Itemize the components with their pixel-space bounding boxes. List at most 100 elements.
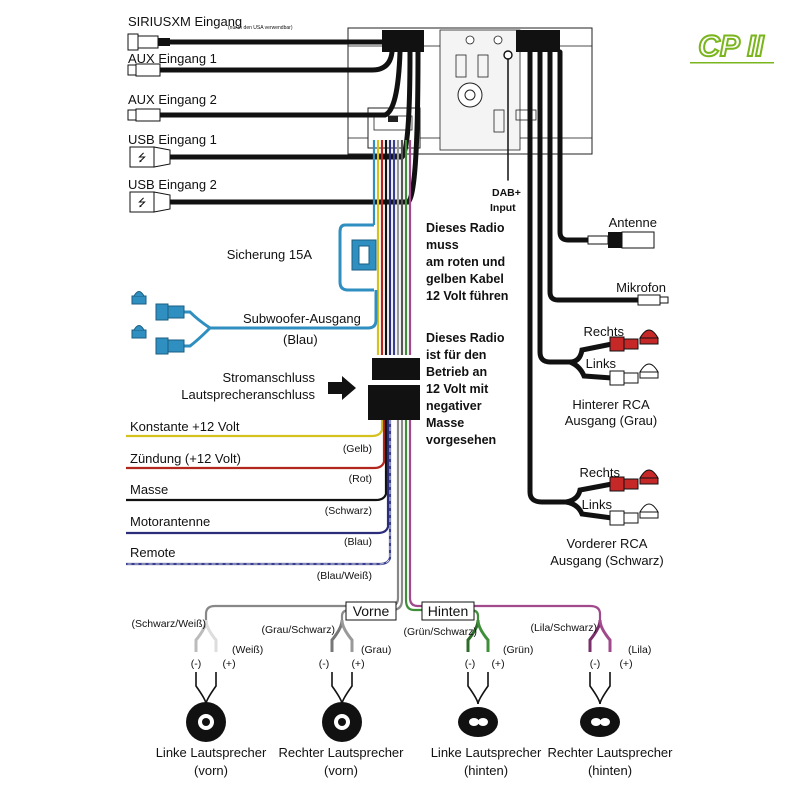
wire-color-remote: (Blau/Weiß) — [317, 570, 372, 582]
usb-icon: ⭍ — [138, 151, 147, 164]
wire-label-remote: Remote — [130, 545, 176, 560]
rear-rca-right-label: Rechts — [584, 324, 625, 339]
rear-rca-plugs — [609, 329, 659, 386]
note-ground: Dieses Radio ist für den Betrieb an 12 V… — [426, 331, 505, 447]
speaker-wires — [194, 619, 612, 705]
wire-color-rl-neg: (Grün/Schwarz) — [403, 626, 477, 638]
svg-text:CP II: CP II — [698, 30, 764, 63]
front-rca-title-2: Ausgang (Schwarz) — [550, 553, 663, 568]
power-connector-label-2: Lautsprecheranschluss — [181, 387, 315, 402]
wire-color-rl-pos: (Grün) — [503, 644, 533, 656]
aux2-label: AUX Eingang 2 — [128, 92, 217, 107]
microphone-label: Mikrofon — [616, 280, 666, 295]
power-connector — [368, 358, 420, 420]
usb2-plug: ⭍ — [129, 191, 171, 213]
brand-logo: CP II — [684, 26, 780, 68]
front-rca-right-label: Rechts — [580, 465, 621, 480]
aux1-plug — [127, 63, 161, 77]
power-connector-label-1: Stromanschluss — [223, 370, 316, 385]
wire-label-ignition: Zündung (+12 Volt) — [130, 451, 241, 466]
speaker-front-left-icon — [186, 702, 226, 742]
subwoofer-cable — [168, 290, 378, 348]
dab-label-2: Input — [490, 202, 516, 214]
svg-text:Betrieb an: Betrieb an — [426, 365, 487, 379]
svg-text:(+): (+) — [222, 658, 235, 670]
usb-icon: ⭍ — [138, 196, 147, 209]
wire-label-motor-antenna: Motorantenne — [130, 514, 210, 529]
siriusxm-note: (nur in den USA verwendbar) — [228, 25, 293, 31]
speaker-rear-left-icon — [458, 707, 498, 737]
svg-text:Dieses Radio: Dieses Radio — [426, 221, 505, 235]
subwoofer-plugs — [131, 291, 185, 355]
wire-color-fl-neg: (Schwarz/Weiß) — [132, 618, 206, 630]
fuse — [338, 223, 377, 292]
speaker-pos-fl: (vorn) — [194, 763, 228, 778]
svg-text:12 Volt führen: 12 Volt führen — [426, 289, 508, 303]
speaker-rear-right-icon — [580, 707, 620, 737]
subwoofer-color: (Blau) — [283, 332, 318, 347]
svg-text:Dieses Radio: Dieses Radio — [426, 331, 505, 345]
usb2-label: USB Eingang 2 — [128, 177, 217, 192]
wire-color-motor-antenna: (Blau) — [344, 536, 372, 548]
svg-text:gelben Kabel: gelben Kabel — [426, 272, 504, 286]
polarity-labels: (-) (+) (-) (+) (-) (+) (-) (+) — [191, 658, 633, 670]
lower-harness — [126, 420, 602, 620]
arrow-icon — [328, 376, 356, 400]
svg-text:muss: muss — [426, 238, 459, 252]
svg-text:(+): (+) — [491, 658, 504, 670]
aux1-label: AUX Eingang 1 — [128, 51, 217, 66]
wire-label-ground: Masse — [130, 482, 168, 497]
speaker-front-right-icon — [322, 702, 362, 742]
wire-label-constant: Konstante +12 Volt — [130, 419, 240, 434]
speaker-name-rl: Linke Lautsprecher — [431, 745, 542, 760]
svg-text:(+): (+) — [619, 658, 632, 670]
input-connector-block — [382, 30, 424, 52]
wire-color-constant: (Gelb) — [343, 443, 372, 455]
speaker-name-fr: Rechter Lautsprecher — [278, 745, 404, 760]
front-rca-title-1: Vorderer RCA — [567, 536, 648, 551]
svg-text:(-): (-) — [319, 658, 330, 670]
speaker-pos-rl: (hinten) — [464, 763, 508, 778]
microphone-plug — [637, 294, 669, 306]
wire-color-fr-neg: (Grau/Schwarz) — [261, 624, 335, 636]
siriusxm-plug — [127, 33, 170, 51]
wire-color-fl-pos: (Weiß) — [232, 644, 263, 656]
svg-text:am roten und: am roten und — [426, 255, 505, 269]
svg-text:ist für den: ist für den — [426, 348, 486, 362]
speaker-name-fl: Linke Lautsprecher — [156, 745, 267, 760]
wire-color-rr-pos: (Lila) — [628, 644, 651, 656]
subwoofer-label: Subwoofer-Ausgang — [243, 311, 361, 326]
front-group-label: Vorne — [353, 603, 390, 619]
rear-group-label: Hinten — [428, 603, 468, 619]
antenna-plug — [587, 231, 655, 249]
svg-text:(-): (-) — [590, 658, 601, 670]
speaker-pos-rr: (hinten) — [588, 763, 632, 778]
siriusxm-label: SIRIUSXM Eingang — [128, 14, 242, 29]
rear-rca-title-1: Hinterer RCA — [572, 397, 650, 412]
dab-label-1: DAB+ — [492, 187, 521, 199]
radio-chassis — [347, 27, 593, 155]
svg-text:(-): (-) — [465, 658, 476, 670]
aux2-plug — [127, 108, 161, 122]
front-rca-left-label: Links — [582, 497, 613, 512]
rca-connector-block — [516, 30, 560, 52]
svg-text:12 Volt mit: 12 Volt mit — [426, 382, 489, 396]
svg-text:negativer: negativer — [426, 399, 482, 413]
fuse-label: Sicherung 15A — [227, 247, 313, 262]
wire-color-rr-neg: (Lila/Schwarz) — [530, 622, 597, 634]
speaker-name-rr: Rechter Lautsprecher — [547, 745, 673, 760]
speaker-pos-fr: (vorn) — [324, 763, 358, 778]
wire-color-ground: (Schwarz) — [325, 505, 372, 517]
svg-text:vorgesehen: vorgesehen — [426, 433, 496, 447]
svg-text:Masse: Masse — [426, 416, 464, 430]
rear-rca-title-2: Ausgang (Grau) — [565, 413, 658, 428]
usb1-label: USB Eingang 1 — [128, 132, 217, 147]
note-voltage: Dieses Radio muss am roten und gelben Ka… — [426, 221, 508, 303]
wire-color-ignition: (Rot) — [349, 473, 372, 485]
svg-text:(+): (+) — [351, 658, 364, 670]
harness-bundle — [372, 140, 412, 355]
antenna-label: Antenne — [609, 215, 657, 230]
svg-text:(-): (-) — [191, 658, 202, 670]
rear-rca-left-label: Links — [586, 356, 617, 371]
